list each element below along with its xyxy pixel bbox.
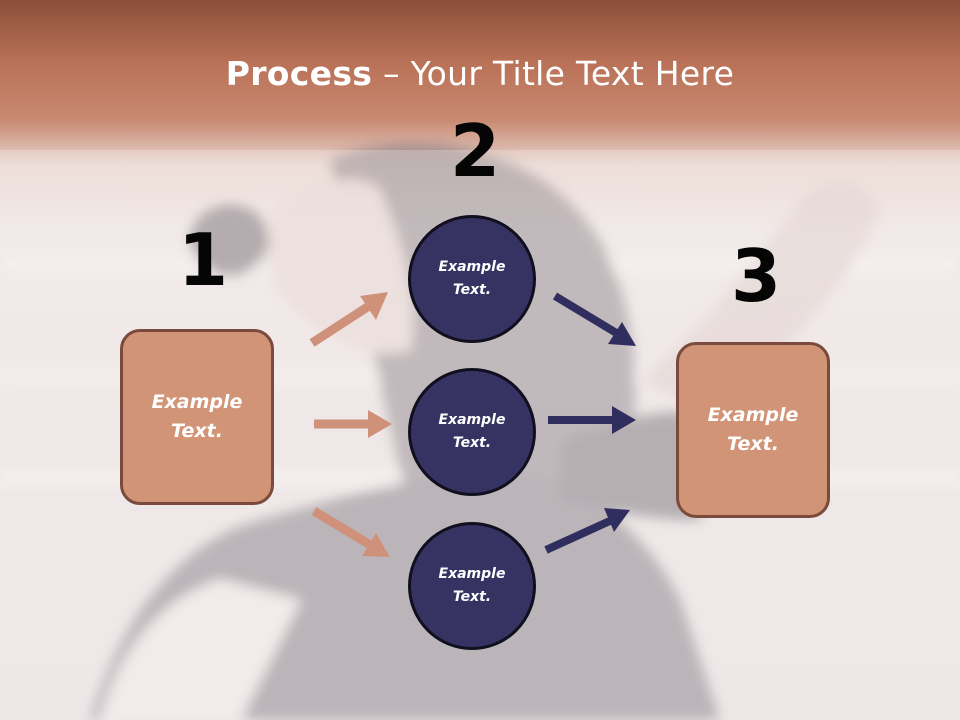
circle-top: Example Text. [408, 215, 536, 343]
step-number-3: 3 [731, 234, 782, 318]
circle-bottom-text: Example Text. [438, 566, 506, 605]
arrow-out-middle [548, 406, 636, 434]
right-box-text: Example Text. [707, 404, 799, 455]
circle-bottom: Example Text. [408, 522, 536, 650]
left-box: Example Text. [120, 329, 274, 505]
arrow-in-up [309, 292, 388, 347]
title-rest: – Your Title Text Here [372, 54, 735, 93]
arrow-out-up [544, 508, 630, 554]
step-number-2: 2 [450, 109, 501, 193]
step-number-1: 1 [178, 218, 229, 302]
circle-middle: Example Text. [408, 368, 536, 496]
title-bold: Process [225, 54, 373, 93]
circle-middle-text: Example Text. [438, 412, 506, 451]
arrow-out-down [552, 292, 636, 346]
left-box-text: Example Text. [151, 391, 243, 442]
slide-title: Process – Your Title Text Here [0, 54, 960, 93]
circle-top-text: Example Text. [438, 259, 506, 298]
right-box: Example Text. [676, 342, 830, 518]
arrow-in-middle [314, 410, 392, 438]
arrow-in-down [311, 507, 390, 557]
